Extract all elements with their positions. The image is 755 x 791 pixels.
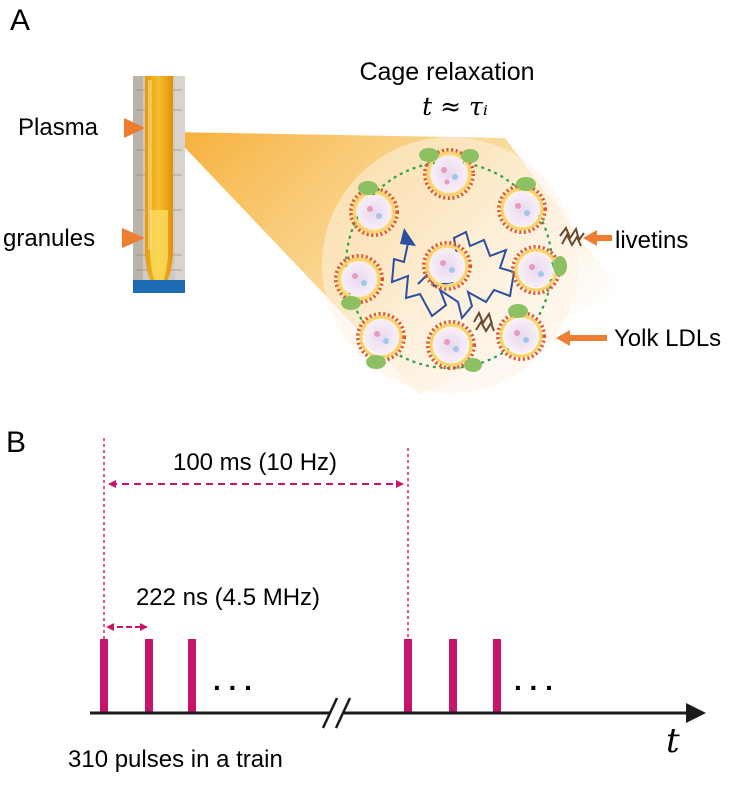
label-plasma: Plasma	[18, 114, 99, 141]
panel-a-letter: A	[10, 4, 30, 37]
panel-b-letter: B	[6, 426, 26, 459]
arrow-yolk-ldls	[556, 330, 607, 346]
axis-break-icon	[321, 697, 352, 729]
ldl-particle	[497, 177, 547, 234]
pulse	[449, 639, 457, 712]
test-tube-photo	[133, 76, 185, 293]
ldl-particle	[511, 245, 567, 295]
polymer-arrow-head	[400, 228, 416, 246]
label-livetins: livetins	[615, 227, 688, 254]
ldl-particle	[356, 312, 406, 369]
arrow-livetins	[583, 230, 612, 246]
ellipsis-1: . . .	[213, 665, 252, 696]
ellipsis-2: . . .	[514, 665, 553, 696]
ldl-particle	[334, 254, 384, 310]
train-note: 310 pulses in a train	[68, 746, 283, 773]
pulse	[145, 639, 153, 712]
pulse-group-1	[100, 639, 196, 712]
livetin-protein-icon	[473, 225, 585, 333]
timescale-relation: t ≈ τᵢ	[422, 92, 488, 121]
ldl-particle	[419, 148, 479, 200]
ldl-particle	[349, 181, 399, 237]
ldl-particle	[496, 304, 546, 361]
pulse	[100, 639, 108, 712]
train-period-label: 100 ms (10 Hz)	[173, 449, 337, 476]
time-axis-arrowhead	[686, 703, 706, 723]
pulse-spacing-label: 222 ns (4.5 MHz)	[136, 584, 320, 611]
pulse-group-2	[404, 639, 501, 712]
label-yolk-ldls: Yolk LDLs	[614, 325, 721, 352]
arrow-granules	[122, 228, 145, 248]
label-granules: granules	[3, 225, 95, 252]
pulse	[188, 639, 196, 712]
cage-relaxation-title: Cage relaxation	[359, 58, 534, 86]
arrow-plasma	[124, 118, 145, 138]
time-axis-label: t	[666, 721, 680, 761]
ldl-particle-center	[422, 241, 472, 291]
pulse	[404, 639, 412, 712]
ldl-particle-group	[334, 148, 567, 372]
ldl-particle	[426, 320, 482, 372]
pulse	[493, 639, 501, 712]
